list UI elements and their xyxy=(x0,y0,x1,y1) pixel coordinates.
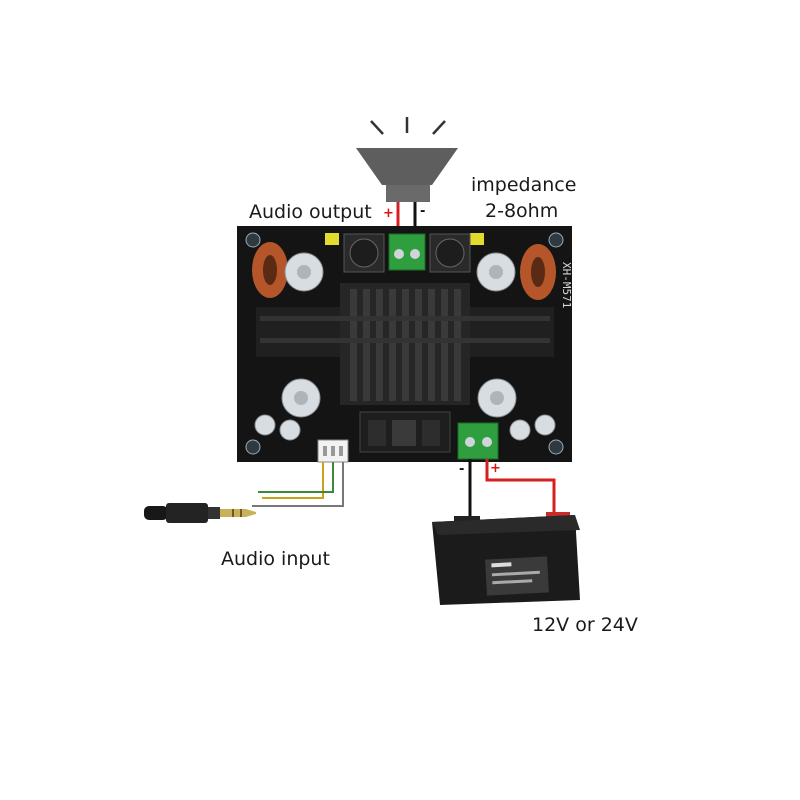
battery-icon xyxy=(432,512,580,605)
audio-input-connector xyxy=(317,439,349,463)
speaker-icon xyxy=(356,117,458,202)
power-wires xyxy=(468,459,556,522)
power-input-terminal xyxy=(457,422,499,460)
inductor-right xyxy=(520,244,556,300)
amplifier-board: XH-M571 xyxy=(237,226,573,463)
power-minus-label: - xyxy=(459,462,465,477)
output-minus-label: - xyxy=(420,204,426,219)
power-voltage-label: 12V or 24V xyxy=(532,614,638,636)
audio-input-wires xyxy=(252,462,344,507)
audio-jack-icon xyxy=(144,503,256,523)
board-model-text: XH-M571 xyxy=(560,262,573,308)
output-plus-label: + xyxy=(383,206,394,221)
inductor-left xyxy=(252,242,288,298)
audio-output-label: Audio output xyxy=(249,201,372,223)
heatsink xyxy=(256,283,554,405)
power-plus-label: + xyxy=(490,461,501,476)
speaker-output-terminal xyxy=(388,233,426,271)
impedance-label: impedance xyxy=(471,174,577,196)
impedance-value: 2-8ohm xyxy=(485,200,559,222)
audio-input-label: Audio input xyxy=(221,548,330,570)
